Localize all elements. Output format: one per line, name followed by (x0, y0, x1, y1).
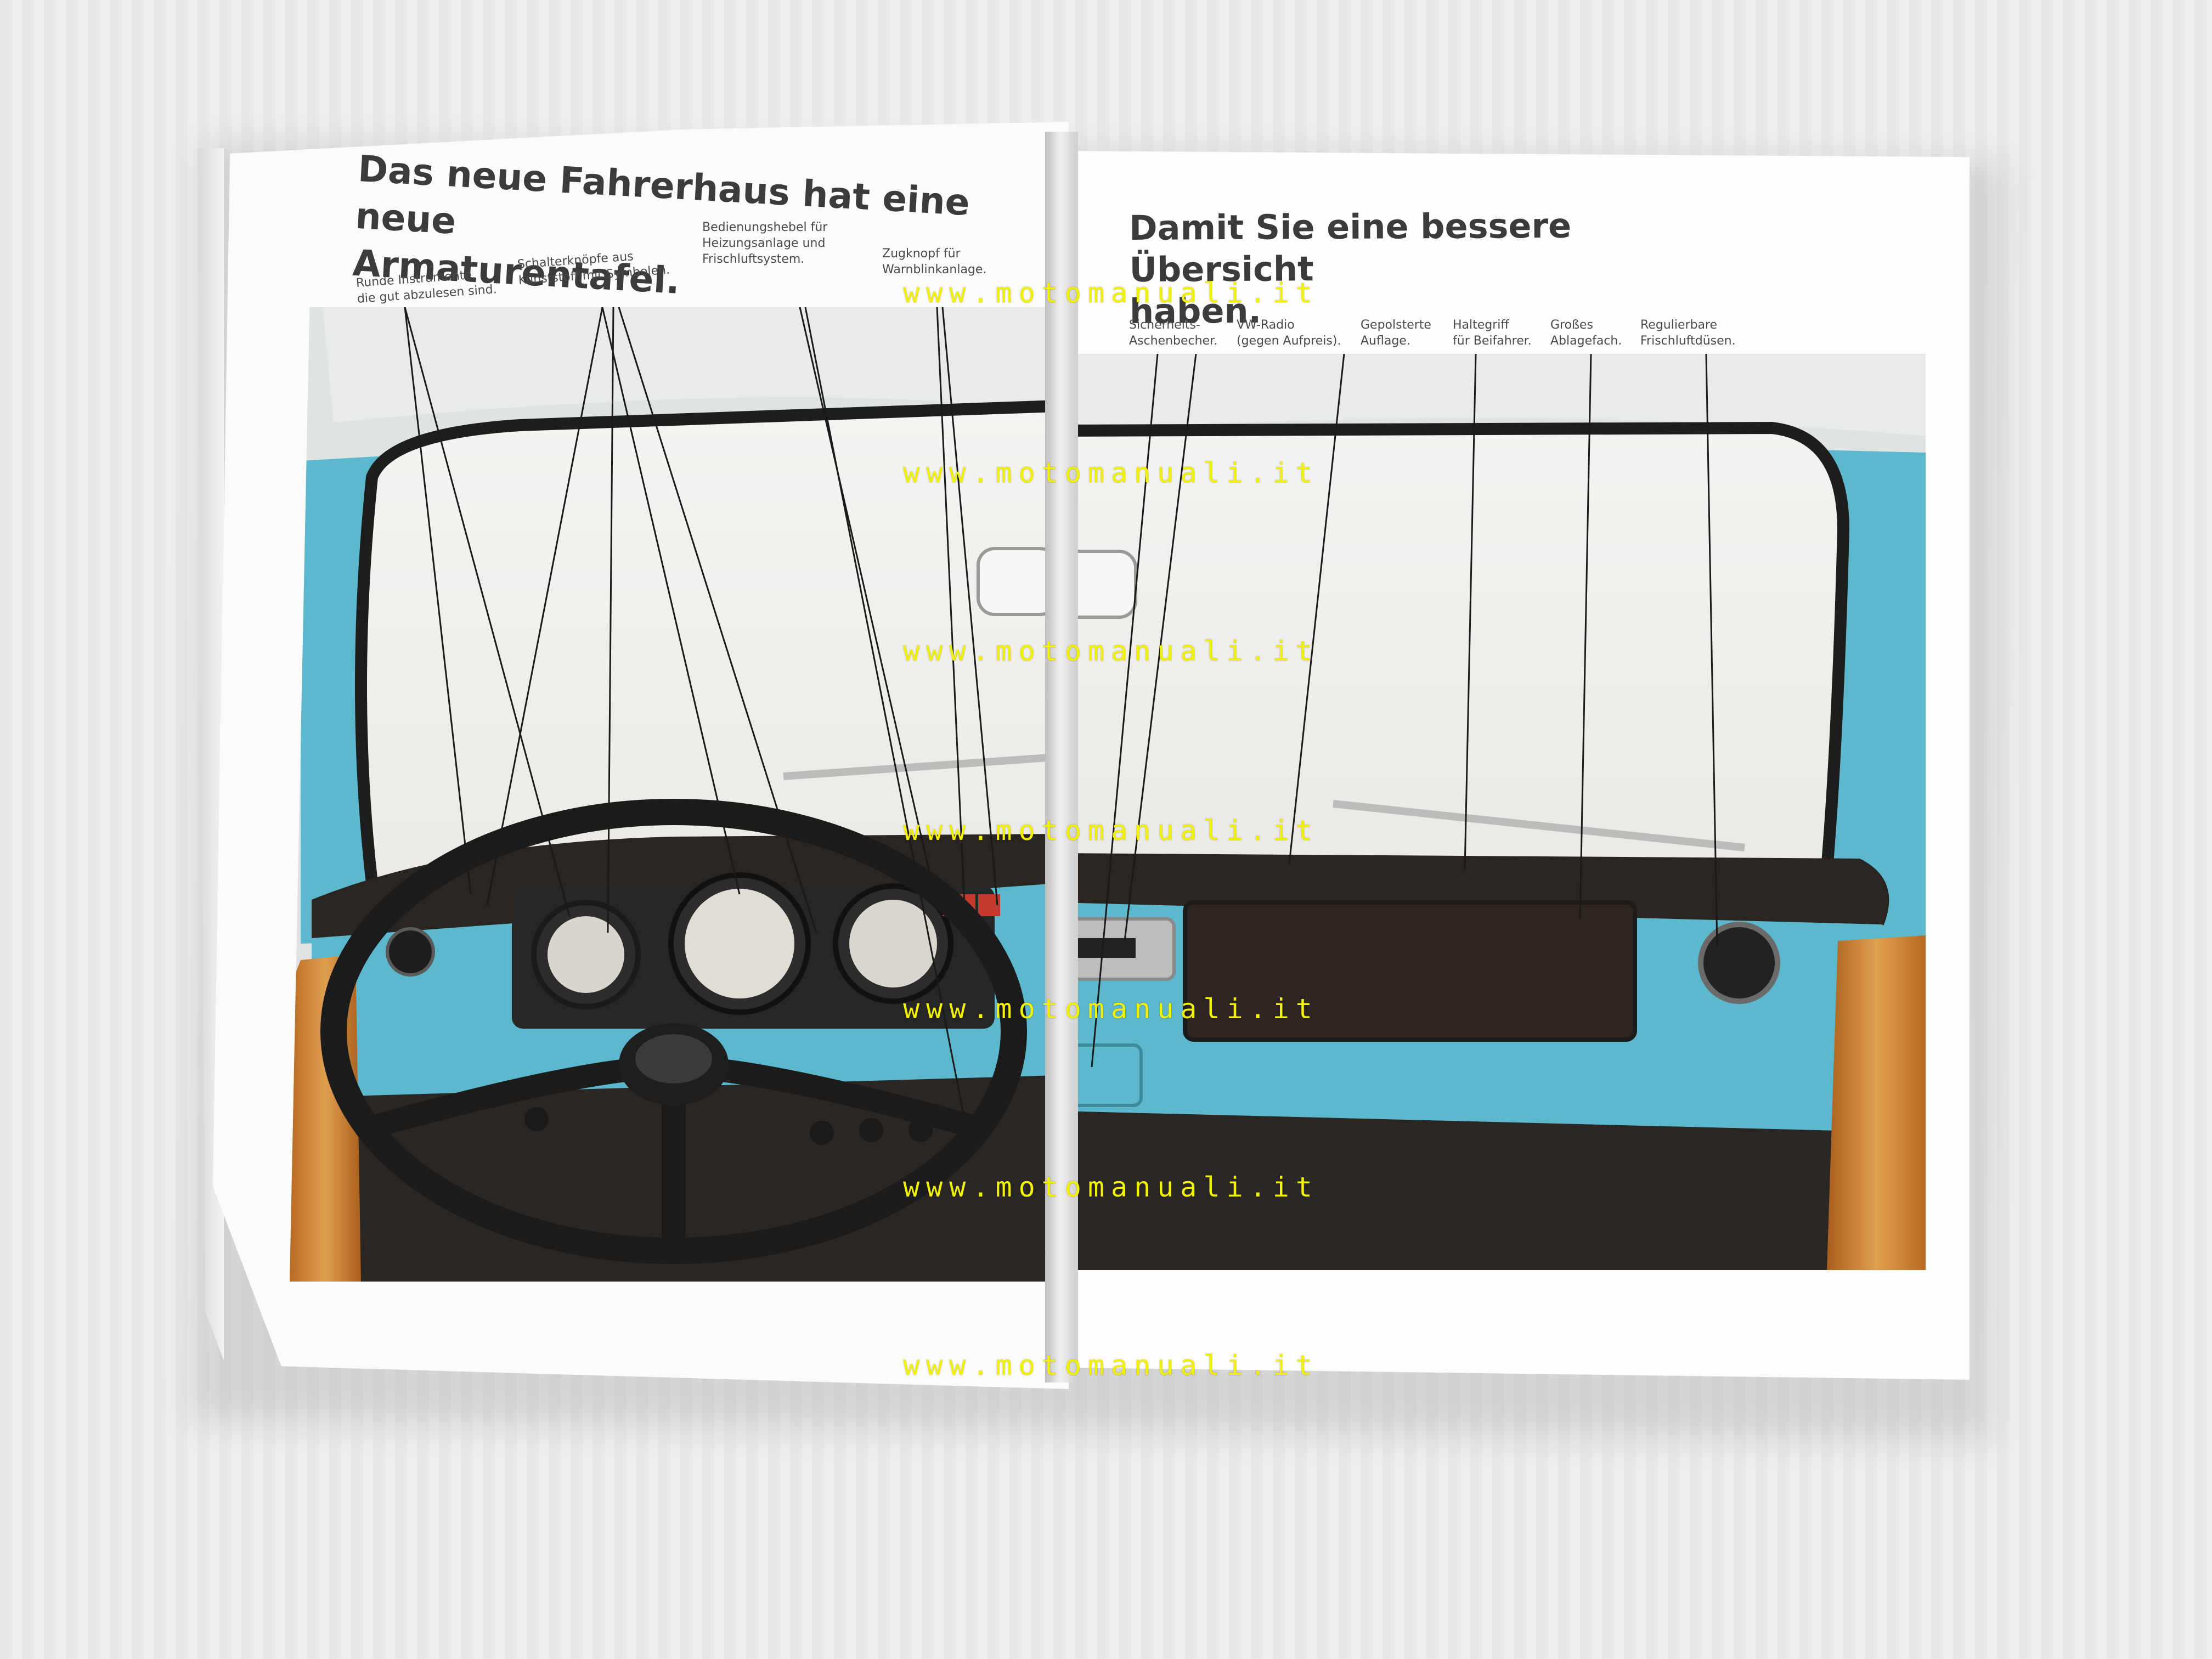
callout-air-vents: Regulierbare Frischluftdüsen. (1640, 318, 1736, 348)
right-dashboard-photo (1059, 354, 1926, 1270)
watermark-text: www.motomanuali.it (903, 1171, 1319, 1203)
callout-padded-top: Gepolsterte Auflage. (1361, 318, 1431, 348)
callout-radio: VW-Radio (gegen Aufpreis). (1237, 318, 1341, 348)
callout-heating-levers: Bedienungshebel für Heizungsanlage und F… (702, 221, 828, 266)
driver-dashboard-illustration (290, 307, 1057, 1282)
watermark-text: www.motomanuali.it (903, 635, 1319, 667)
watermark-text: www.motomanuali.it (903, 993, 1319, 1025)
callout-glove-box: Großes Ablagefach. (1550, 318, 1622, 348)
callout-leader-lines-right (1091, 354, 1718, 1068)
callout-hazard-knob: Zugknopf für Warnblinkanlage. (882, 247, 987, 276)
watermark-text: www.motomanuali.it (903, 1350, 1319, 1381)
left-dashboard-photo (290, 307, 1057, 1282)
callout-grab-handle: Haltegriff für Beifahrer. (1453, 318, 1532, 348)
passenger-dashboard-illustration (1059, 354, 1926, 1270)
brochure-spine (1045, 132, 1078, 1383)
right-page-heading: Damit Sie eine bessere Übersicht haben. (1129, 204, 1733, 332)
watermark-text: www.motomanuali.it (903, 277, 1319, 309)
watermark-text: www.motomanuali.it (903, 815, 1319, 847)
watermark-text: www.motomanuali.it (903, 457, 1319, 489)
callout-ashtray: Sicherheits- Aschenbecher. (1129, 318, 1218, 348)
callout-leader-lines (404, 307, 998, 1120)
